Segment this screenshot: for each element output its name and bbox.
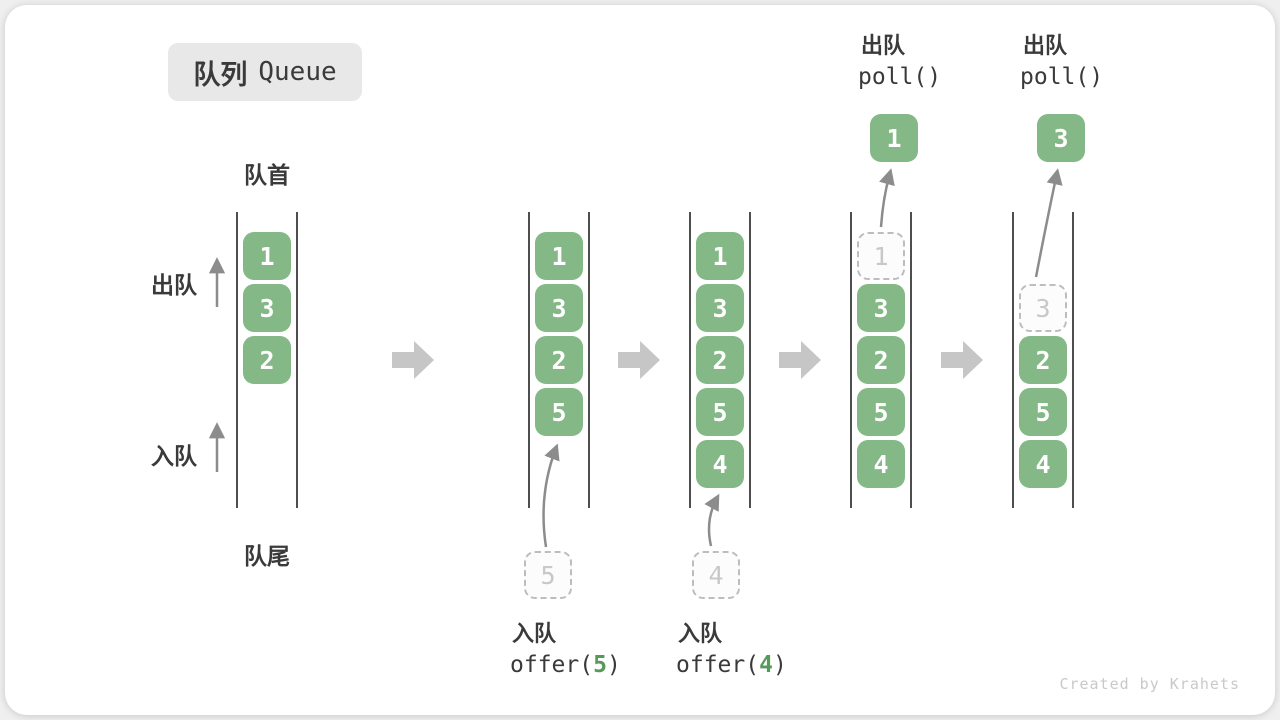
queue-wall xyxy=(749,212,751,508)
polled-cell: 3 xyxy=(1037,114,1085,162)
queue-cell: 2 xyxy=(535,336,583,384)
queue-cell: 3 xyxy=(857,284,905,332)
enqueue-op-label: 入队 xyxy=(512,621,557,646)
title-zh: 队列 xyxy=(193,59,248,90)
diagram-card xyxy=(5,5,1275,715)
queue-wall xyxy=(528,212,530,508)
removed-cell-placeholder: 1 xyxy=(857,232,905,280)
dequeue-op-label: 出队 xyxy=(1023,33,1068,58)
queue-cell: 1 xyxy=(696,232,744,280)
queue-wall xyxy=(236,212,238,508)
queue-cell: 5 xyxy=(1019,388,1067,436)
queue-cell: 3 xyxy=(696,284,744,332)
queue-wall xyxy=(910,212,912,508)
queue-wall xyxy=(689,212,691,508)
queue-cell: 4 xyxy=(696,440,744,488)
queue-cell: 2 xyxy=(857,336,905,384)
queue-cell: 4 xyxy=(857,440,905,488)
queue-wall xyxy=(588,212,590,508)
enqueue-side-label: 入队 xyxy=(151,443,197,469)
watermark: Created by Krahets xyxy=(1059,675,1240,693)
queue-rear-label: 队尾 xyxy=(244,543,290,569)
queue-wall xyxy=(1072,212,1074,508)
title-en: Queue xyxy=(258,57,337,87)
queue-cell: 5 xyxy=(535,388,583,436)
queue-cell: 1 xyxy=(535,232,583,280)
dequeue-side-label: 出队 xyxy=(151,272,197,298)
incoming-cell-placeholder: 5 xyxy=(524,551,572,599)
queue-cell: 3 xyxy=(535,284,583,332)
queue-wall xyxy=(296,212,298,508)
queue-front-label: 队首 xyxy=(244,162,290,188)
queue-cell: 2 xyxy=(243,336,291,384)
enqueue-op-code: offer(4) xyxy=(676,652,787,678)
queue-cell: 1 xyxy=(243,232,291,280)
dequeue-op-label: 出队 xyxy=(861,33,906,58)
removed-cell-placeholder: 3 xyxy=(1019,284,1067,332)
title-badge: 队列 Queue xyxy=(168,43,362,101)
dequeue-op-code: poll() xyxy=(858,64,942,90)
queue-cell: 5 xyxy=(696,388,744,436)
polled-cell: 1 xyxy=(870,114,918,162)
dequeue-op-code: poll() xyxy=(1020,64,1104,90)
queue-cell: 5 xyxy=(857,388,905,436)
enqueue-op-code: offer(5) xyxy=(510,652,621,678)
queue-cell: 4 xyxy=(1019,440,1067,488)
queue-wall xyxy=(850,212,852,508)
incoming-cell-placeholder: 4 xyxy=(692,551,740,599)
enqueue-op-label: 入队 xyxy=(678,621,723,646)
queue-cell: 2 xyxy=(696,336,744,384)
queue-cell: 2 xyxy=(1019,336,1067,384)
queue-wall xyxy=(1012,212,1014,508)
queue-cell: 3 xyxy=(243,284,291,332)
